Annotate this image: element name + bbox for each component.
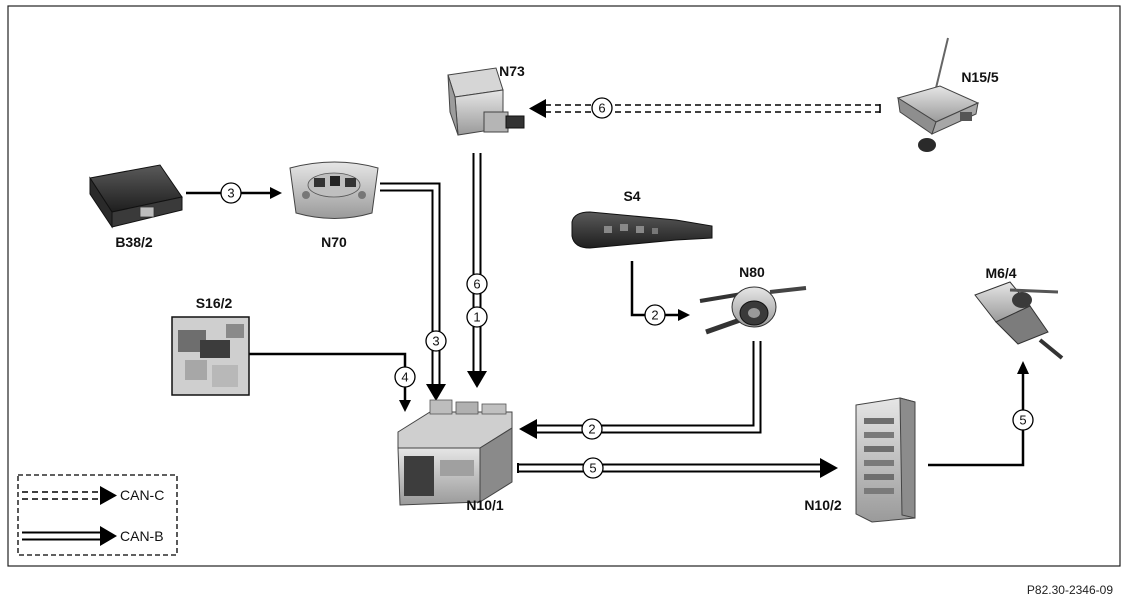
legend: CAN-C CAN-B <box>17 474 178 556</box>
legend-can-b-label: CAN-B <box>120 528 164 544</box>
legend-can-c-label: CAN-C <box>120 487 164 503</box>
svg-text:5: 5 <box>589 461 596 476</box>
badge-n15-5-n73: 6 <box>591 97 613 119</box>
connection-n10-1-n10-2 <box>517 458 838 478</box>
m6-4-motor-image <box>974 281 1064 360</box>
label-n73: N73 <box>499 63 525 79</box>
badge-s16-2-n10-1: 4 <box>394 366 416 388</box>
n73-ignition-switch-image <box>447 67 525 136</box>
label-n70: N70 <box>321 234 347 250</box>
connection-n70-n10-1 <box>380 182 446 401</box>
badge-n70-n10-1: 3 <box>425 330 447 352</box>
label-s16-2: S16/2 <box>196 295 233 311</box>
badge-n10-2-m6-4: 5 <box>1012 409 1034 431</box>
label-n15-5: N15/5 <box>961 69 999 85</box>
connection-n80-n10-1 <box>519 341 762 439</box>
s16-2-switch-image <box>171 316 250 396</box>
svg-text:6: 6 <box>473 277 480 292</box>
connection-n73-n10-1 <box>467 153 487 388</box>
n80-steering-column-module-image <box>699 286 807 335</box>
s4-combination-switch-image <box>571 211 713 249</box>
badge-b38-n70: 3 <box>220 182 242 204</box>
label-s4: S4 <box>623 188 640 204</box>
svg-text:3: 3 <box>432 334 439 349</box>
n10-1-sam-unit-image <box>397 399 513 506</box>
label-n80: N80 <box>739 264 765 280</box>
legend-can-c-symbol <box>22 486 117 505</box>
b38-2-sensor-image <box>89 164 183 229</box>
badge-n10-1-n10-2: 5 <box>582 457 604 479</box>
label-b38-2: B38/2 <box>115 234 153 250</box>
svg-text:4: 4 <box>401 370 408 385</box>
svg-text:1: 1 <box>473 310 480 325</box>
n70-overhead-panel-image <box>289 161 379 219</box>
label-n10-1: N10/1 <box>466 497 504 513</box>
svg-text:3: 3 <box>227 186 234 201</box>
badge-n80-n10-1: 2 <box>581 418 603 440</box>
diagram-frame <box>7 5 1121 567</box>
figure-reference: P82.30-2346-09 <box>1026 583 1113 597</box>
badge-s4-n80: 2 <box>644 304 666 326</box>
svg-text:6: 6 <box>598 101 605 116</box>
legend-can-b-symbol <box>22 526 117 546</box>
svg-text:5: 5 <box>1019 413 1026 428</box>
svg-text:2: 2 <box>651 308 658 323</box>
badge-n73-n10-1-a: 6 <box>466 273 488 295</box>
n10-2-rear-sam-image <box>855 397 916 523</box>
badge-n73-n10-1-b: 1 <box>466 306 488 328</box>
connection-n10-2-m6-4 <box>928 361 1029 467</box>
label-n10-2: N10/2 <box>804 497 842 513</box>
svg-text:2: 2 <box>588 422 595 437</box>
label-m6-4: M6/4 <box>985 265 1016 281</box>
n15-5-selector-module-image <box>896 37 980 152</box>
